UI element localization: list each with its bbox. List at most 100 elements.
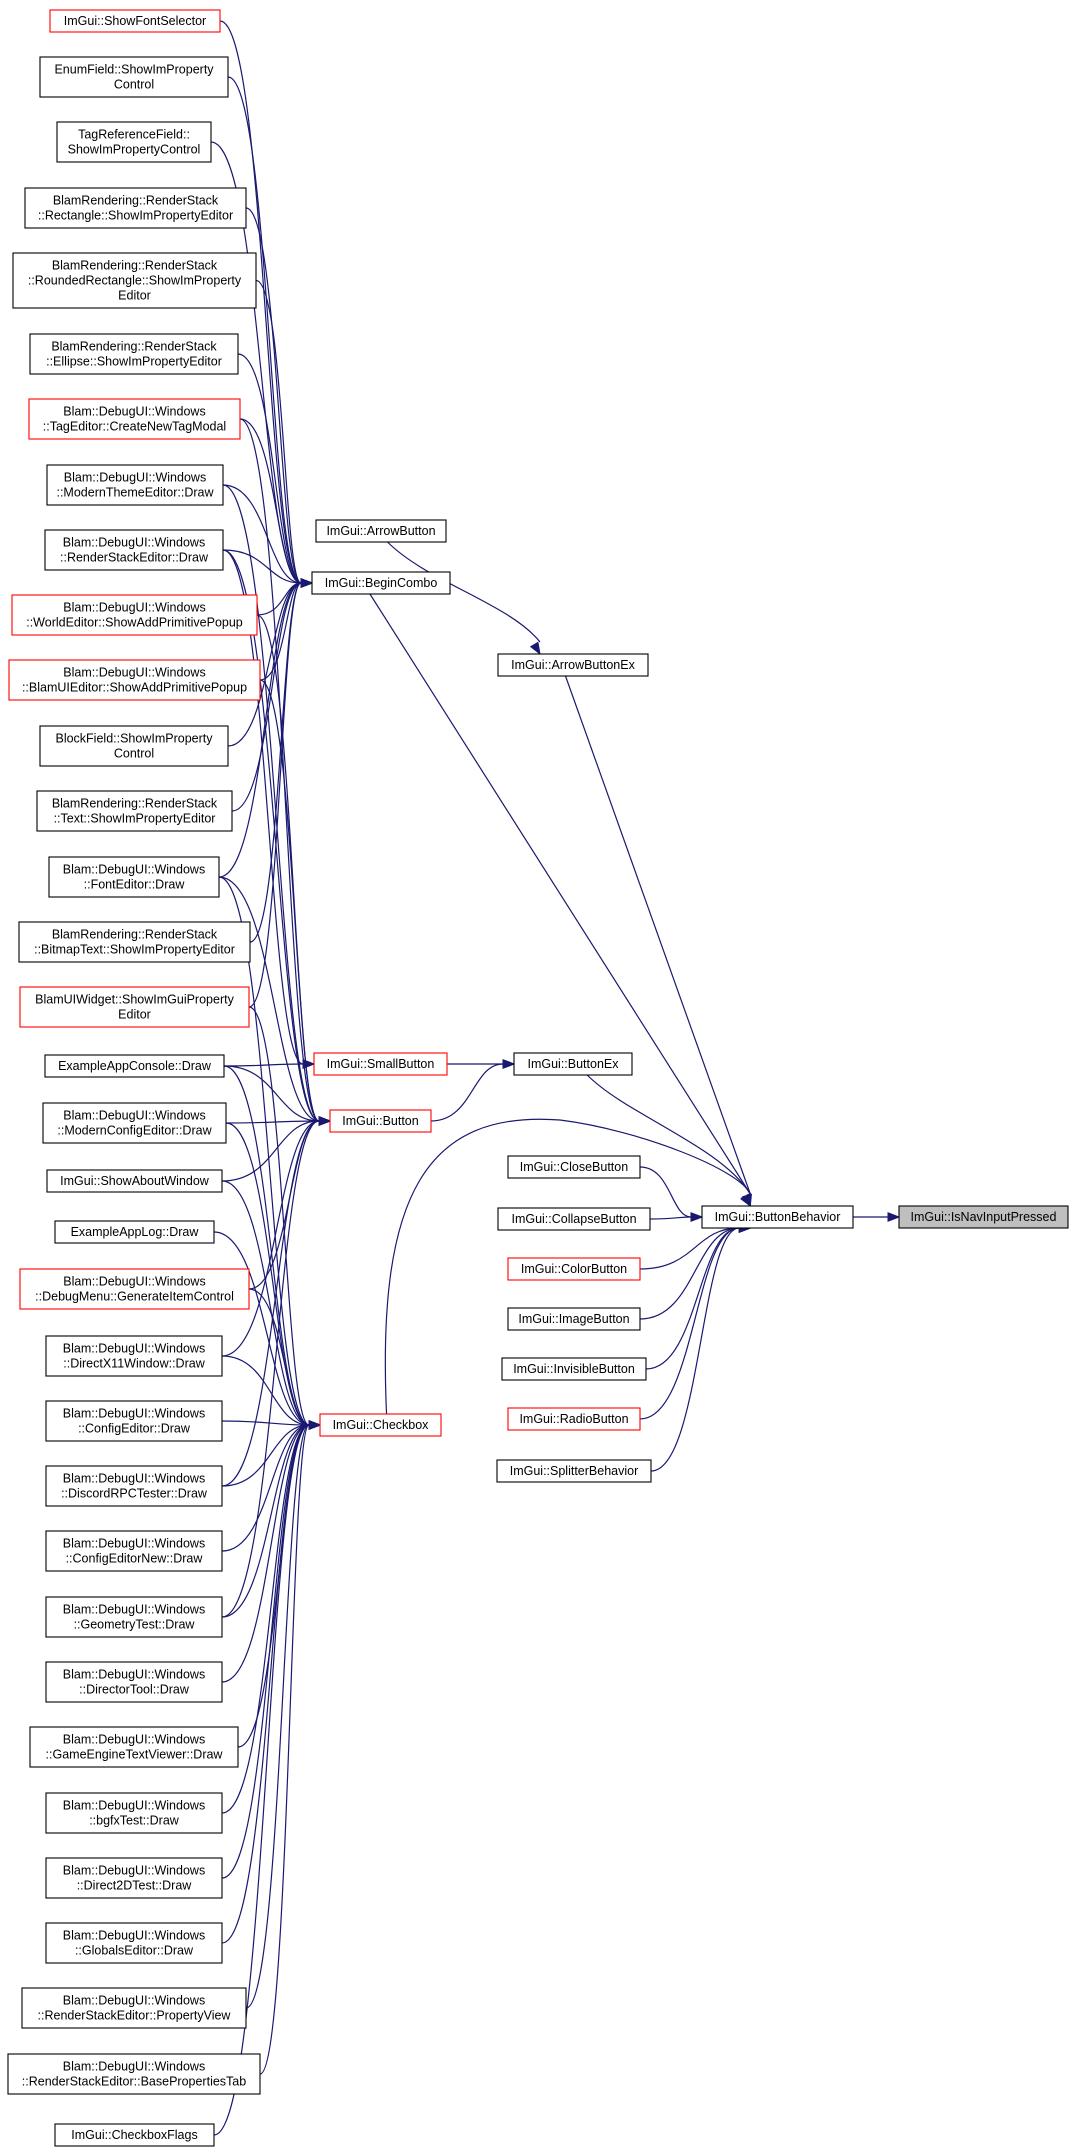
node-label: EnumField::ShowImProperty [54, 63, 214, 77]
node-property-view[interactable]: Blam::DebugUI::Windows::RenderStackEdito… [21, 1987, 247, 2029]
edge-blamui-widget-to-begin-combo [248, 582, 302, 1008]
edge-button-ex-to-button-behavior [586, 1074, 751, 1195]
node-world-editor-popup[interactable]: Blam::DebugUI::Windows::WorldEditor::Sho… [11, 594, 258, 636]
node-enum-field[interactable]: EnumField::ShowImPropertyControl [39, 56, 229, 98]
node-label: Blam::DebugUI::Windows [63, 1929, 205, 1943]
node-box [46, 1169, 223, 1193]
node-tag-reference-field[interactable]: TagReferenceField::ShowImPropertyControl [56, 121, 212, 163]
node-image-button[interactable]: ImGui::ImageButton [507, 1307, 641, 1331]
node-checkbox-flags[interactable]: ImGui::CheckboxFlags [54, 2123, 215, 2147]
node-begin-combo[interactable]: ImGui::BeginCombo [311, 571, 451, 595]
node-base-properties-tab[interactable]: Blam::DebugUI::Windows::RenderStackEdito… [7, 2053, 261, 2095]
edge-directx11-window-to-checkbox [221, 1355, 310, 1426]
edge-arrowhead [308, 1420, 322, 1430]
edge-color-button-to-button-behavior [639, 1227, 740, 1270]
node-label: BlamRendering::RenderStack [52, 259, 218, 273]
node-label: BlamRendering::RenderStack [52, 928, 218, 942]
edge-arrowhead [302, 1059, 316, 1069]
node-blamui-editor-popup[interactable]: Blam::DebugUI::Windows::BlamUIEditor::Sh… [8, 659, 261, 701]
node-direct2d-test[interactable]: Blam::DebugUI::Windows::Direct2DTest::Dr… [45, 1857, 223, 1899]
node-director-tool[interactable]: Blam::DebugUI::Windows::DirectorTool::Dr… [45, 1661, 223, 1703]
node-box [12, 252, 257, 309]
node-label: Blam::DebugUI::Windows [63, 666, 205, 680]
node-arrow-button-ex[interactable]: ImGui::ArrowButtonEx [497, 653, 649, 677]
node-box [19, 986, 250, 1028]
node-block-field[interactable]: BlockField::ShowImPropertyControl [39, 725, 229, 767]
node-label: ::RenderStackEditor::PropertyView [38, 2009, 232, 2023]
edge-geometry-test-to-button [221, 1120, 320, 1618]
node-arrow-button[interactable]: ImGui::ArrowButton [315, 519, 447, 543]
edge-font-editor-to-button [218, 876, 320, 1122]
node-label: ::BlamUIEditor::ShowAddPrimitivePopup [22, 681, 247, 695]
node-show-about-window[interactable]: ImGui::ShowAboutWindow [46, 1169, 223, 1193]
node-label: Control [114, 747, 154, 761]
node-game-engine-text-viewer[interactable]: Blam::DebugUI::Windows::GameEngineTextVi… [29, 1726, 239, 1768]
edge-discord-rpc-tester-to-button [221, 1120, 320, 1487]
node-box [45, 1465, 223, 1507]
node-geometry-test[interactable]: Blam::DebugUI::Windows::GeometryTest::Dr… [45, 1596, 223, 1638]
edge-debug-menu-to-button [248, 1120, 320, 1290]
node-label: Control [114, 78, 154, 92]
node-close-button[interactable]: ImGui::CloseButton [507, 1155, 641, 1179]
node-label: BlamRendering::RenderStack [52, 797, 218, 811]
node-show-font-selector[interactable]: ImGui::ShowFontSelector [49, 9, 221, 33]
node-box [315, 519, 447, 543]
node-modern-config-editor[interactable]: Blam::DebugUI::Windows::ModernConfigEdit… [42, 1102, 227, 1144]
node-label: Blam::DebugUI::Windows [63, 1799, 205, 1813]
node-label: ::DebugMenu::GenerateItemControl [35, 1290, 234, 1304]
node-label: Blam::DebugUI::Windows [63, 1275, 205, 1289]
node-ellipse-editor[interactable]: BlamRendering::RenderStack::Ellipse::Sho… [29, 333, 239, 375]
node-example-app-console[interactable]: ExampleAppConsole::Draw [44, 1054, 225, 1078]
node-box [18, 921, 251, 963]
edge-collapse-button-to-button-behavior [649, 1216, 692, 1220]
node-invisible-button[interactable]: ImGui::InvisibleButton [501, 1357, 647, 1381]
node-render-stack-editor-draw[interactable]: Blam::DebugUI::Windows::RenderStackEdito… [44, 529, 224, 571]
node-discord-rpc-tester[interactable]: Blam::DebugUI::Windows::DiscordRPCTester… [45, 1465, 223, 1507]
node-label: ::RenderStackEditor::Draw [60, 551, 209, 565]
node-collapse-button[interactable]: ImGui::CollapseButton [497, 1207, 651, 1231]
node-label: ::RenderStackEditor::BasePropertiesTab [22, 2075, 246, 2089]
node-create-new-tag-modal[interactable]: Blam::DebugUI::Windows::TagEditor::Creat… [28, 398, 241, 440]
node-color-button[interactable]: ImGui::ColorButton [507, 1257, 641, 1281]
node-button[interactable]: ImGui::Button [329, 1109, 432, 1133]
node-box [8, 659, 261, 701]
node-text-editor[interactable]: BlamRendering::RenderStack::Text::ShowIm… [36, 790, 233, 832]
node-label: ImGui::CollapseButton [511, 1212, 636, 1226]
node-label: Blam::DebugUI::Windows [63, 1109, 205, 1123]
node-box [45, 1400, 223, 1442]
node-modern-theme-editor[interactable]: Blam::DebugUI::Windows::ModernThemeEdito… [46, 464, 224, 506]
node-checkbox[interactable]: ImGui::Checkbox [319, 1413, 442, 1437]
node-label: ImGui::ImageButton [518, 1312, 629, 1326]
node-config-editor-new[interactable]: Blam::DebugUI::Windows::ConfigEditorNew:… [45, 1530, 223, 1572]
node-is-nav-input-pressed[interactable]: ImGui::IsNavInputPressed [898, 1205, 1069, 1229]
node-rounded-rectangle-editor[interactable]: BlamRendering::RenderStack::RoundedRecta… [12, 252, 257, 309]
node-label: ::ModernThemeEditor::Draw [56, 486, 214, 500]
edge-radio-button-to-button-behavior [639, 1227, 740, 1420]
node-bgfx-test[interactable]: Blam::DebugUI::Windows::bgfxTest::Draw [45, 1792, 223, 1834]
node-label: Blam::DebugUI::Windows [63, 1994, 205, 2008]
node-box [45, 1661, 223, 1703]
node-font-editor[interactable]: Blam::DebugUI::Windows::FontEditor::Draw [48, 856, 220, 898]
node-directx11-window[interactable]: Blam::DebugUI::Windows::DirectX11Window:… [45, 1335, 223, 1377]
node-button-ex[interactable]: ImGui::ButtonEx [513, 1052, 633, 1076]
node-label: BlamUIWidget::ShowImGuiProperty [35, 993, 234, 1007]
node-small-button[interactable]: ImGui::SmallButton [313, 1052, 448, 1076]
node-example-app-log[interactable]: ExampleAppLog::Draw [54, 1220, 215, 1244]
node-box [507, 1407, 641, 1431]
node-rectangle-editor[interactable]: BlamRendering::RenderStack::Rectangle::S… [24, 187, 247, 229]
node-label: BlamRendering::RenderStack [53, 194, 219, 208]
node-debug-menu[interactable]: Blam::DebugUI::Windows::DebugMenu::Gener… [19, 1268, 250, 1310]
node-label: BlockField::ShowImProperty [55, 732, 213, 746]
node-config-editor[interactable]: Blam::DebugUI::Windows::ConfigEditor::Dr… [45, 1400, 223, 1442]
node-globals-editor[interactable]: Blam::DebugUI::Windows::GlobalsEditor::D… [45, 1922, 223, 1964]
edge-font-editor-to-checkbox [218, 876, 310, 1426]
node-label: ::GlobalsEditor::Draw [75, 1944, 194, 1958]
node-splitter-behavior[interactable]: ImGui::SplitterBehavior [496, 1459, 652, 1483]
node-button-behavior[interactable]: ImGui::ButtonBehavior [701, 1205, 854, 1229]
edge-font-editor-to-begin-combo [218, 582, 302, 878]
edge-director-tool-to-checkbox [221, 1424, 310, 1683]
node-label: ImGui::ButtonEx [527, 1057, 619, 1071]
node-radio-button[interactable]: ImGui::RadioButton [507, 1407, 641, 1431]
node-bitmap-text-editor[interactable]: BlamRendering::RenderStack::BitmapText::… [18, 921, 251, 963]
